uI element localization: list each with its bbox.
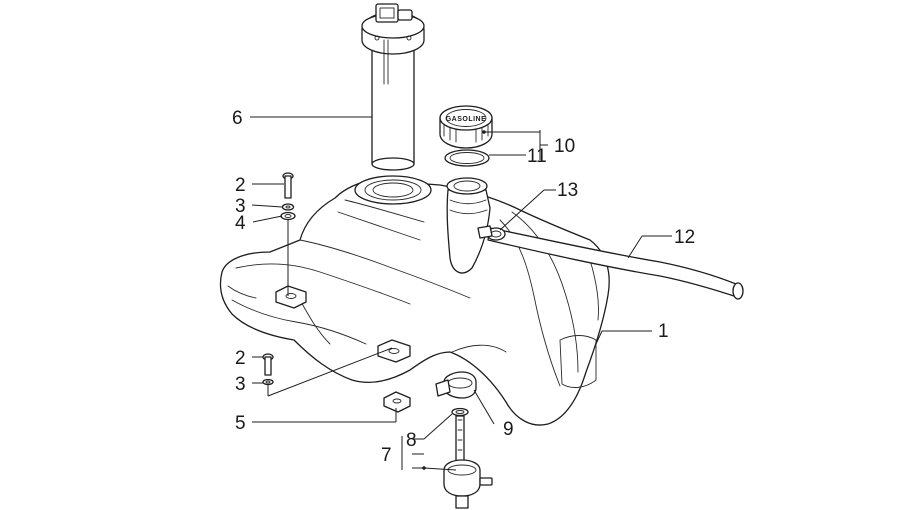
callout-3-lower: 3 bbox=[235, 374, 246, 395]
callout-3-upper: 3 bbox=[235, 196, 246, 217]
cap-o-ring bbox=[444, 149, 490, 167]
bolt-upper bbox=[282, 172, 294, 199]
breather-tube bbox=[487, 227, 744, 300]
callout-7: 7 bbox=[381, 445, 392, 466]
callout-5: 5 bbox=[235, 413, 246, 434]
hose-clamp-small bbox=[477, 225, 506, 241]
hose-clamp bbox=[435, 371, 477, 399]
callout-10: 10 bbox=[554, 136, 575, 157]
leader-dot bbox=[422, 466, 426, 470]
callout-1: 1 bbox=[658, 321, 669, 342]
callout-11: 11 bbox=[527, 146, 547, 167]
callout-6: 6 bbox=[232, 108, 243, 129]
fuel-tank bbox=[219, 175, 610, 426]
mounting-clip bbox=[383, 391, 411, 413]
leader-dot bbox=[482, 130, 486, 134]
callout-4: 4 bbox=[235, 213, 246, 234]
cap-label: GASOLINE bbox=[446, 116, 487, 123]
washer-lower bbox=[262, 378, 274, 386]
callout-2-upper: 2 bbox=[235, 175, 246, 196]
callout-12: 12 bbox=[674, 227, 695, 248]
grommet-upper bbox=[280, 211, 296, 221]
leader-lines bbox=[250, 116, 672, 471]
bolt-lower bbox=[262, 353, 274, 376]
callout-8: 8 bbox=[406, 430, 417, 451]
callout-13: 13 bbox=[557, 180, 578, 201]
fuel-level-sender bbox=[361, 3, 425, 171]
callout-labels: 1 2 3 4 2 3 5 6 7 8 9 10 11 12 13 bbox=[232, 108, 695, 466]
washer-upper bbox=[281, 203, 295, 211]
callout-9: 9 bbox=[503, 419, 514, 440]
callout-2-lower: 2 bbox=[235, 348, 246, 369]
fuel-tap bbox=[443, 407, 493, 509]
fuel-cap: GASOLINE bbox=[439, 105, 493, 149]
